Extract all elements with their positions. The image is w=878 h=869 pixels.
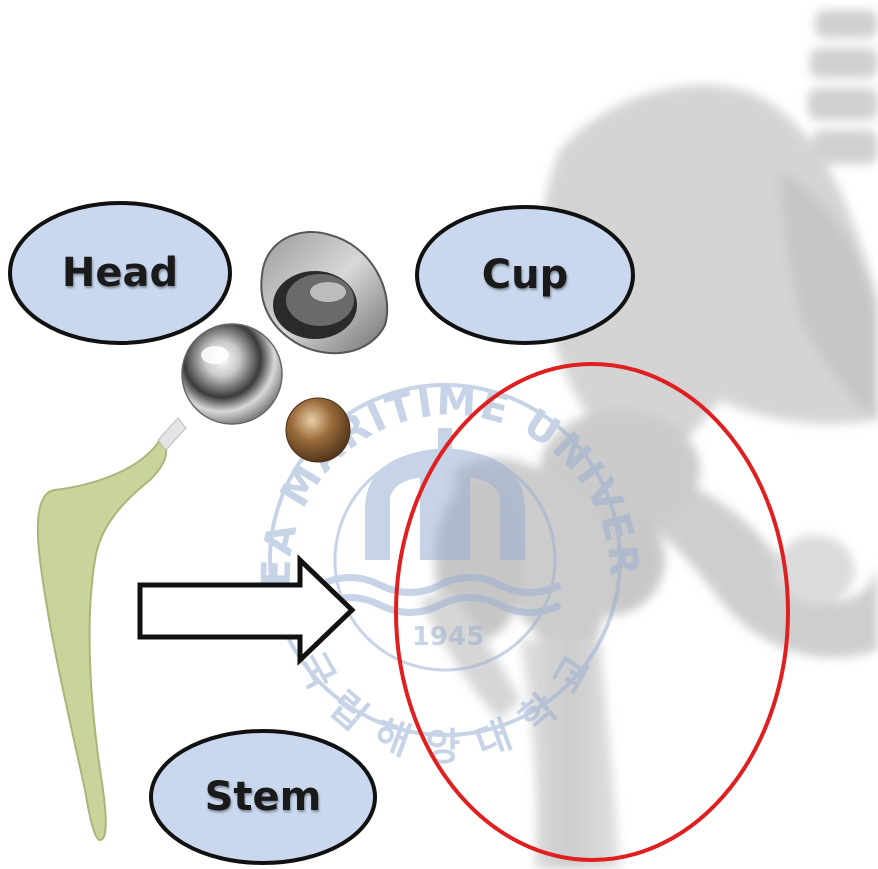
stem-label-ellipse: [151, 731, 375, 863]
cup-label-ellipse: [417, 207, 633, 343]
head-label-ellipse: [10, 203, 230, 343]
pointer-arrow: [140, 560, 352, 660]
watermark-year: 1945: [412, 622, 484, 652]
metal-ball-head: [182, 324, 282, 424]
spine: [808, 10, 878, 164]
cup-implant: [261, 232, 387, 353]
bronze-liner-ball: [286, 398, 350, 462]
